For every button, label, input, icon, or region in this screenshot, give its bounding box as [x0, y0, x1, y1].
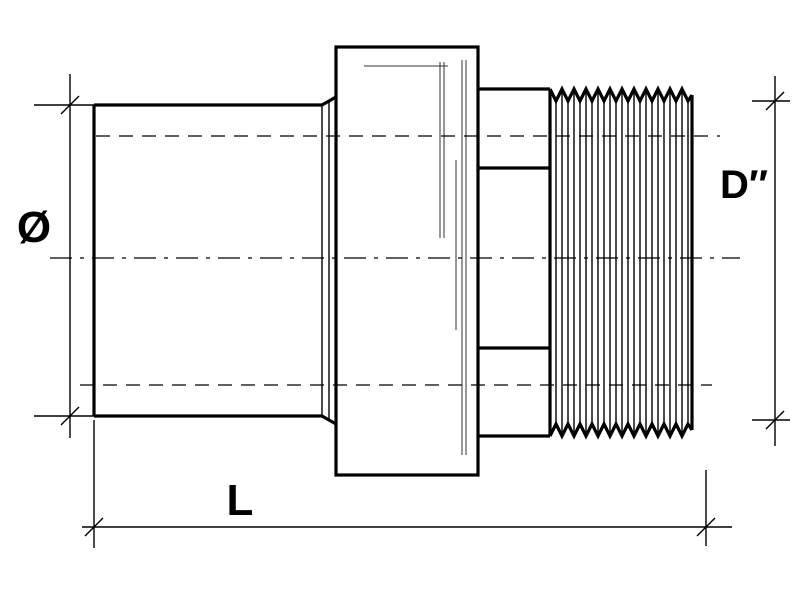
- length-label: L: [227, 476, 254, 525]
- diameter-label: Ø: [17, 203, 51, 252]
- length-dimension: [82, 420, 732, 548]
- threaded-end: [548, 85, 694, 440]
- hex-body: [334, 45, 480, 477]
- thread-size-label: D″: [720, 163, 768, 207]
- thread-dimension: [752, 76, 790, 446]
- diameter-dimension: [34, 74, 94, 438]
- neck: [478, 87, 552, 438]
- spigot-end: [92, 95, 337, 426]
